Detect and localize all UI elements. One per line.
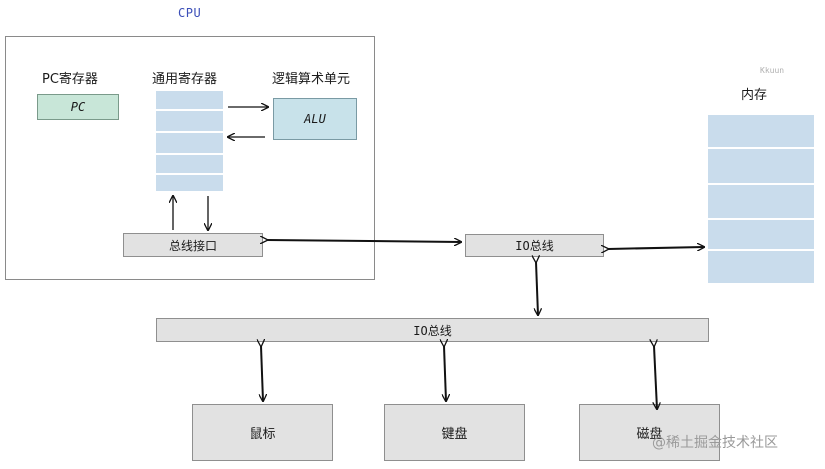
memory-label: 内存	[741, 88, 768, 103]
memory-divider	[708, 249, 814, 251]
device-disk: 磁盘	[579, 404, 720, 461]
register-divider	[156, 131, 223, 133]
memory-divider	[708, 218, 814, 220]
arrow-bus-keyboard	[444, 346, 446, 401]
pc-register-label: PC寄存器	[42, 72, 98, 87]
cpu-frame	[5, 36, 375, 280]
arrow-io-bus-memory	[608, 247, 704, 249]
pc-register-box: PC	[37, 94, 119, 120]
register-divider	[156, 109, 223, 111]
arrow-io-bus-vertical	[536, 262, 538, 315]
general-registers-stack	[156, 91, 223, 191]
arrow-bus-disk	[654, 346, 657, 409]
watermark: @稀土掘金技术社区	[652, 435, 778, 451]
device-mouse: 鼠标	[192, 404, 333, 461]
memory-divider	[708, 147, 814, 149]
memory-stack	[708, 115, 814, 283]
register-divider	[156, 173, 223, 175]
alu-label: 逻辑算术单元	[272, 72, 351, 87]
memory-scribble: Kkuun	[760, 66, 785, 75]
bus-interface-box: 总线接口	[123, 233, 263, 257]
device-keyboard: 键盘	[384, 404, 525, 461]
alu-box: ALU	[273, 98, 357, 140]
io-bus-main: IO总线	[156, 318, 709, 342]
cpu-title: CPU	[178, 6, 202, 20]
memory-divider	[708, 183, 814, 185]
register-divider	[156, 153, 223, 155]
arrow-bus-mouse	[261, 346, 263, 401]
general-registers-label: 通用寄存器	[152, 72, 218, 87]
arrow-interface-io-bus	[267, 240, 461, 242]
